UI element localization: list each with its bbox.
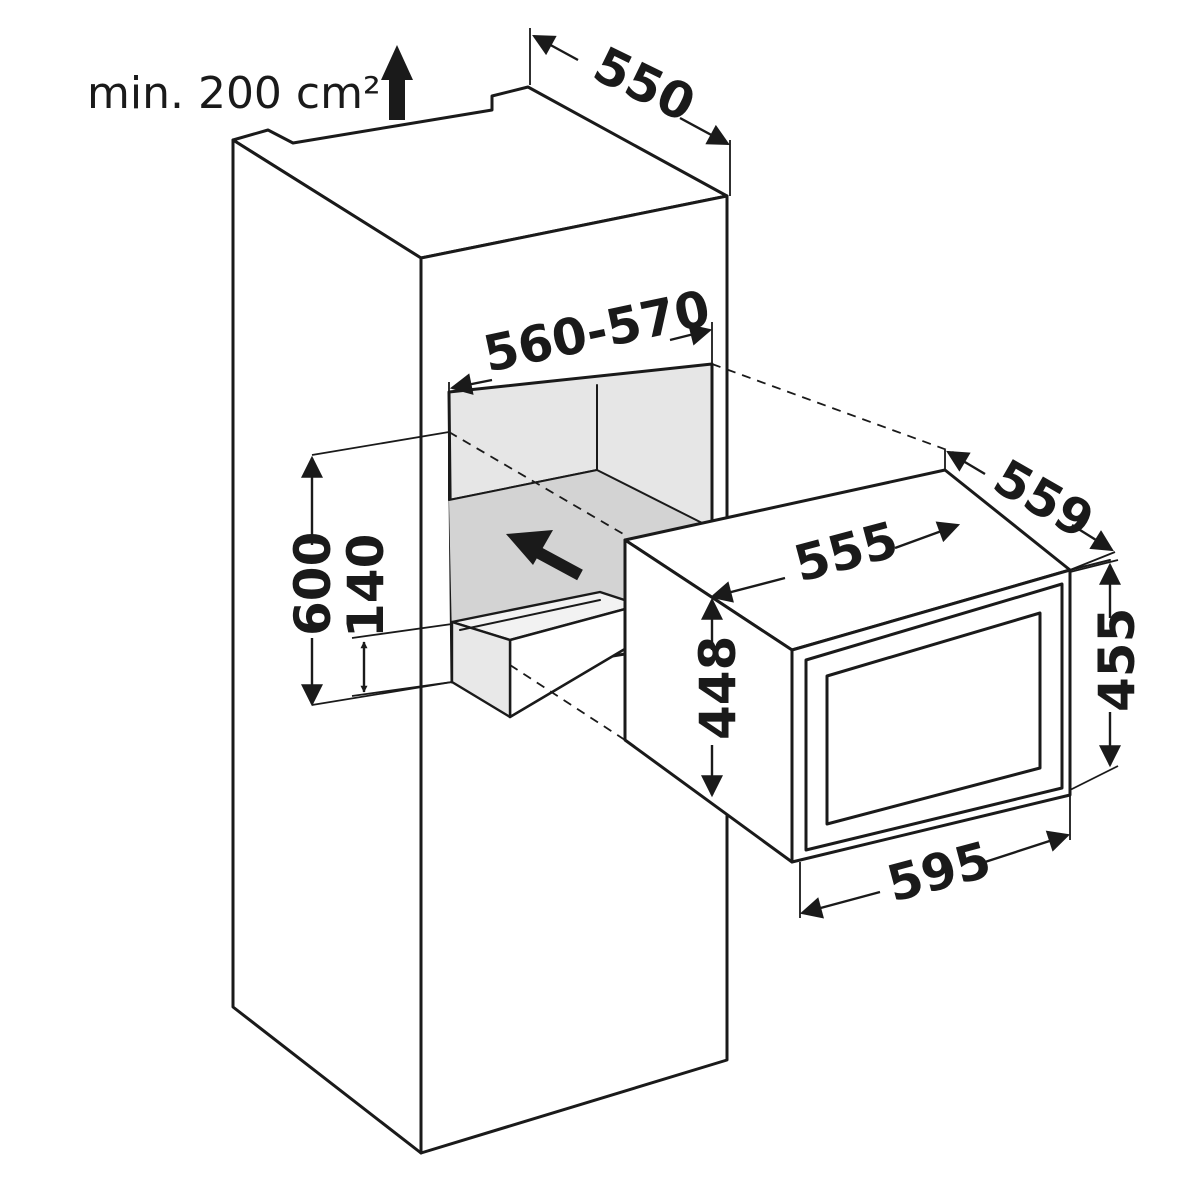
- dim-bottom-offset: 140: [337, 534, 453, 697]
- ventilation-note: min. 200 cm²: [87, 45, 413, 120]
- ventilation-up-arrow-icon: [381, 45, 413, 120]
- cabinet-left-face: [231, 138, 423, 1155]
- appliance-glass-panel: [825, 611, 1042, 826]
- niche-floor-edge-right: [596, 469, 713, 529]
- dim-448-label: 448: [689, 636, 747, 740]
- dim-600-label: 600: [284, 532, 342, 636]
- dim-550-label: 550: [585, 36, 704, 134]
- dim-595-label: 595: [881, 831, 997, 914]
- drawer-side: [450, 620, 512, 719]
- dim-140-label: 140: [337, 534, 395, 638]
- dim-455-label: 455: [1088, 608, 1146, 712]
- projection-lines: [448, 363, 959, 741]
- insertion-arrow-icon: [506, 530, 583, 581]
- ventilation-label: min. 200 cm²: [87, 68, 381, 119]
- dim-niche-height: 600: [284, 431, 453, 707]
- dim-front-height: 455: [1069, 559, 1146, 791]
- wine-cabinet-appliance: [623, 468, 1111, 864]
- drawer-rail: [459, 599, 601, 631]
- dim-appliance-height: 448: [689, 597, 747, 798]
- front-panel-edge: [1069, 559, 1111, 571]
- niche-floor-edge: [448, 469, 598, 501]
